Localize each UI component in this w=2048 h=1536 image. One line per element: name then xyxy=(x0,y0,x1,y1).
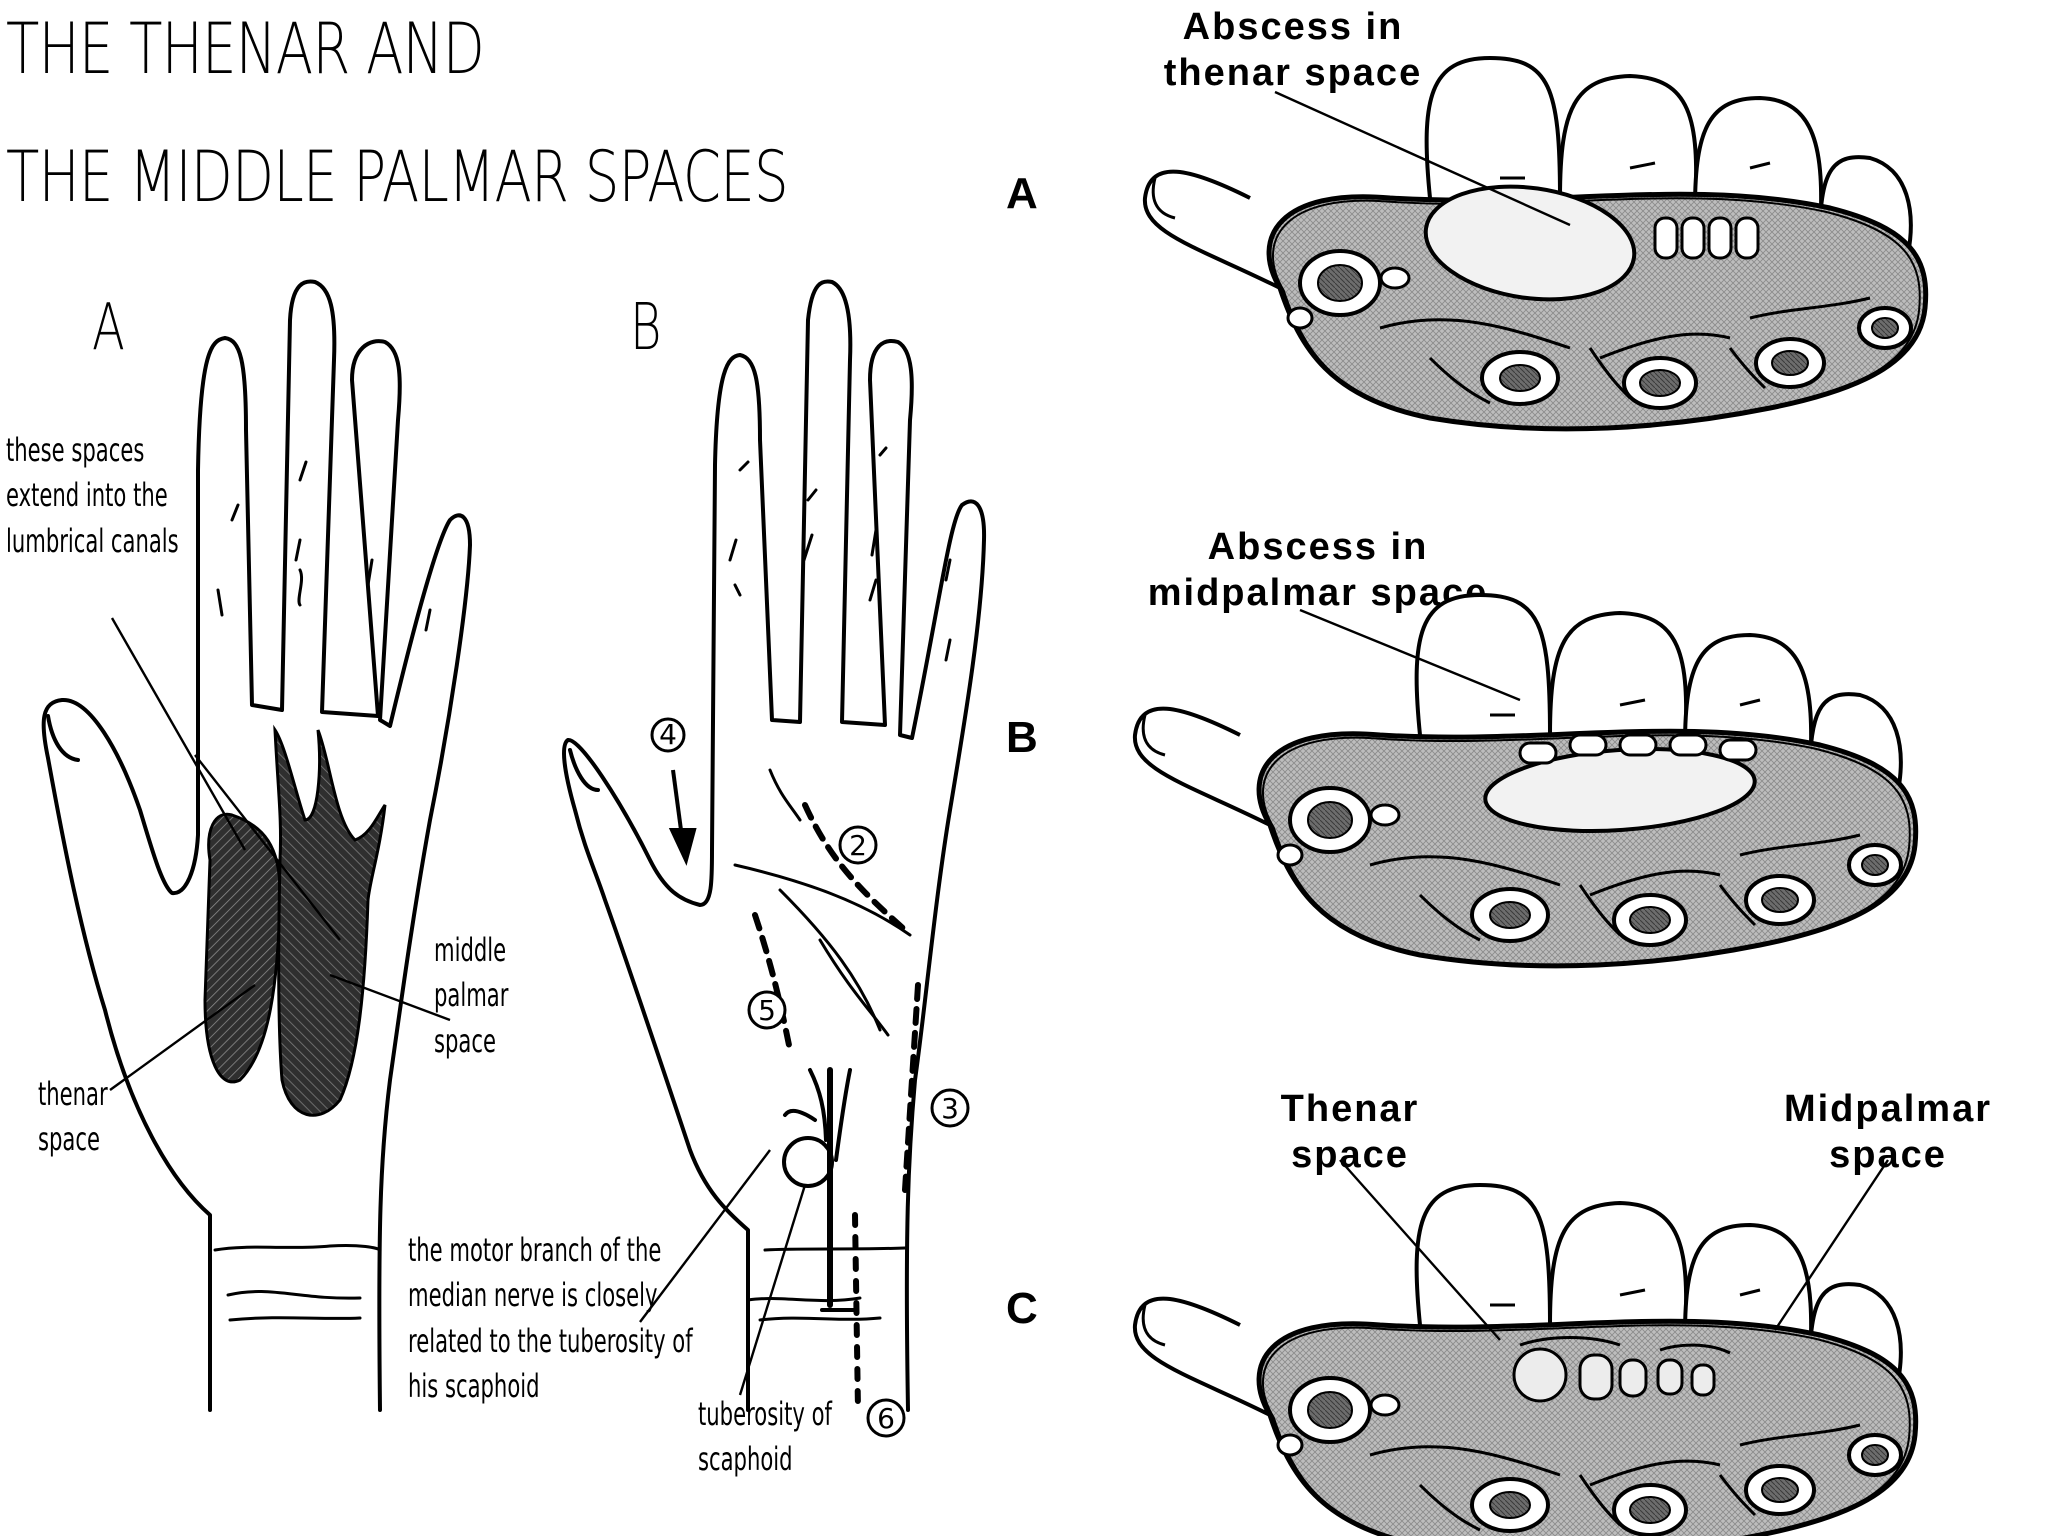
hand-drawings: 4 2 5 3 6 xyxy=(41,279,987,1438)
num-6: 6 xyxy=(877,1402,895,1435)
label-abscess-thenar-line-1: Abscess in xyxy=(1182,6,1404,48)
hand-b-icon xyxy=(562,279,987,1412)
label-abscess-midpalmar-line-2: midpalmar space xyxy=(1147,572,1489,615)
label-middle-palmar-space: middle palmar space xyxy=(434,928,508,1064)
label-tuberosity-scaphoid: tuberosity of scaphoid xyxy=(698,1392,832,1483)
middle-palmar-space-shading xyxy=(273,724,387,1117)
shaded-spaces xyxy=(203,724,387,1117)
label-motor-line-1: the motor branch of the xyxy=(408,1231,662,1269)
row-label-a: A xyxy=(1006,169,1038,218)
arrow-icon xyxy=(668,769,697,866)
label-thenar-space: thenar space xyxy=(38,1072,108,1163)
label-motor-line-3: related to the tuberosity of xyxy=(408,1321,693,1360)
label-middle-palmar-line-1: middle xyxy=(434,931,507,969)
label-abscess-thenar: Abscess in thenar space xyxy=(1128,4,1458,97)
label-abscess-thenar-line-2: thenar space xyxy=(1163,52,1423,95)
median-nerve xyxy=(783,1067,857,1312)
label-thenar-c-line-1: Thenar xyxy=(1280,1088,1420,1130)
leader-lines-b xyxy=(639,1149,807,1396)
label-motor-line-2: median nerve is closely xyxy=(408,1276,658,1315)
num-4: 4 xyxy=(659,718,677,751)
hand-a-icon xyxy=(41,279,472,1412)
label-abscess-midpalmar: Abscess in midpalmar space xyxy=(1098,524,1538,617)
circled-number-5 xyxy=(747,990,787,1030)
label-midpalmar-c-line-2: space xyxy=(1829,1134,1947,1177)
label-middle-palmar-line-2: palmar xyxy=(434,976,509,1015)
label-thenar-line-2: space xyxy=(38,1120,100,1159)
label-lumbrical-line-2: extend into the xyxy=(6,476,168,515)
incision-lines xyxy=(752,802,921,1413)
figure-title-line-2: THE MIDDLE PALMAR SPACES xyxy=(6,136,789,218)
label-thenar-c-line-2: space xyxy=(1291,1134,1409,1177)
panel-label-b: B xyxy=(630,291,662,365)
palm-section-b-icon xyxy=(1135,595,1916,966)
label-tuberosity-line-1: tuberosity of xyxy=(698,1395,832,1433)
num-5: 5 xyxy=(758,994,776,1027)
circled-numbers xyxy=(650,717,970,1438)
leader-lines-a xyxy=(109,617,451,1091)
num-3: 3 xyxy=(941,1092,959,1125)
panel-label-a: A xyxy=(92,291,125,365)
palm-section-a-icon xyxy=(1145,58,1926,429)
palm-section-c-icon xyxy=(1135,1185,1916,1536)
label-lumbrical-canals: these spaces extend into the lumbrical c… xyxy=(6,428,179,564)
label-thenar-space-c: Thenar space xyxy=(1240,1086,1460,1179)
thenar-space-shading xyxy=(203,812,282,1084)
row-label-c: C xyxy=(1006,1284,1038,1333)
label-motor-line-4: his scaphoid xyxy=(408,1367,540,1406)
row-label-b: B xyxy=(1006,713,1038,762)
label-midpalmar-space-c: Midpalmar space xyxy=(1748,1086,2028,1179)
label-abscess-midpalmar-line-1: Abscess in xyxy=(1207,526,1429,568)
circled-number-2 xyxy=(838,825,878,865)
label-tuberosity-line-2: scaphoid xyxy=(698,1440,793,1479)
label-midpalmar-c-line-1: Midpalmar xyxy=(1783,1088,1993,1130)
label-thenar-line-1: thenar xyxy=(38,1075,108,1113)
circled-number-3 xyxy=(930,1088,970,1128)
label-motor-branch: the motor branch of the median nerve is … xyxy=(408,1228,693,1410)
label-lumbrical-line-3: lumbrical canals xyxy=(6,521,179,560)
scaphoid-tuberosity-icon xyxy=(782,1136,834,1188)
label-middle-palmar-line-3: space xyxy=(434,1021,496,1060)
circled-number-6 xyxy=(866,1398,906,1438)
circled-number-4 xyxy=(650,717,686,753)
label-lumbrical-line-1: these spaces xyxy=(6,431,145,469)
figure-title-line-1: THE THENAR AND xyxy=(6,8,485,90)
num-2: 2 xyxy=(849,829,867,862)
